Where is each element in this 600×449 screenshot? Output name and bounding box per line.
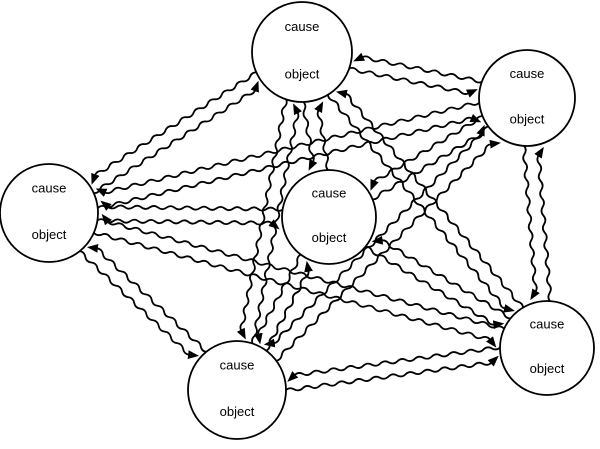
wavy-arrow-edge-top-to-left bbox=[91, 71, 258, 185]
node-bottom-right: cause object bbox=[499, 300, 595, 396]
wavy-arrow-edge-bottom-center-to-bottom-right bbox=[284, 355, 499, 392]
node-bottom-center-label-object: object bbox=[220, 404, 255, 419]
wavy-arrow-edge-left-to-bottom-right bbox=[92, 231, 497, 348]
wavy-arrow-edge-top-to-bottom-center bbox=[236, 97, 288, 340]
wavy-arrow-edge-left-to-top bbox=[92, 80, 259, 195]
node-center-circle bbox=[281, 169, 377, 265]
wavy-arrow-edge-left-to-center bbox=[96, 218, 280, 230]
node-center-label-object: object bbox=[312, 230, 347, 245]
wavy-arrow-edge-top-right-to-left bbox=[95, 101, 481, 197]
wavy-arrow-edge-bottom-right-to-top bbox=[335, 89, 524, 309]
wavy-arrow-edge-top-right-to-top bbox=[353, 52, 484, 84]
node-left-label-object: object bbox=[32, 227, 67, 242]
edges-layer bbox=[78, 52, 552, 392]
wavy-arrow-edge-bottom-center-to-top-right bbox=[274, 139, 501, 362]
wavy-arrow-edge-bottom-center-to-center bbox=[264, 260, 313, 352]
wavy-arrow-edge-bottom-right-to-center bbox=[371, 235, 513, 320]
wavy-arrow-edge-left-to-top-right bbox=[96, 113, 482, 210]
wavy-arrow-edge-top-right-to-center bbox=[370, 115, 484, 191]
node-top-right-circle bbox=[478, 49, 576, 147]
wavy-arrow-edge-bottom-right-to-left bbox=[101, 213, 506, 331]
wavy-arrow-edge-bottom-right-to-bottom-center bbox=[287, 346, 502, 382]
wavy-arrow-edge-center-to-left bbox=[100, 200, 284, 212]
wavy-arrow-edge-bottom-right-to-top-right bbox=[534, 146, 552, 303]
node-bottom-center: cause object bbox=[187, 340, 287, 440]
node-bottom-right-label-cause: cause bbox=[530, 317, 565, 332]
wavy-arrow-edge-left-to-bottom-center bbox=[78, 250, 200, 359]
wavy-arrow-edge-top-right-to-bottom-right bbox=[522, 144, 540, 301]
wavy-arrow-edge-center-to-top-right bbox=[371, 124, 485, 201]
nodes-layer: cause object cause object cause object cause ob… bbox=[0, 1, 595, 440]
wavy-arrow-edge-top-to-bottom-right bbox=[327, 93, 515, 313]
node-center-label-cause: cause bbox=[312, 186, 347, 201]
node-bottom-center-circle bbox=[187, 340, 287, 440]
node-top-right-label-object: object bbox=[510, 112, 545, 127]
node-bottom-right-circle bbox=[499, 300, 595, 396]
node-top-circle bbox=[251, 1, 353, 103]
node-top-label-cause: cause bbox=[285, 19, 320, 34]
node-left: cause object bbox=[0, 163, 99, 263]
wavy-arrow-edge-bottom-center-to-left bbox=[86, 244, 208, 353]
wavy-arrow-edge-center-to-top bbox=[314, 101, 330, 172]
wavy-arrow-edge-top-to-center bbox=[302, 100, 318, 171]
node-left-label-cause: cause bbox=[32, 181, 67, 196]
wavy-arrow-edge-top-right-to-bottom-center bbox=[263, 125, 490, 348]
node-top-label-object: object bbox=[285, 67, 320, 82]
node-left-circle bbox=[0, 163, 99, 263]
wavy-arrow-edge-top-to-top-right bbox=[347, 66, 478, 98]
wavy-arrow-edge-center-to-bottom-center bbox=[253, 253, 303, 345]
wavy-arrow-edge-center-to-bottom-right bbox=[363, 245, 505, 330]
node-bottom-center-label-cause: cause bbox=[220, 358, 255, 373]
node-top-right-label-cause: cause bbox=[510, 66, 545, 81]
node-center: cause object bbox=[281, 169, 377, 265]
node-top: cause object bbox=[251, 1, 353, 103]
node-bottom-right-label-object: object bbox=[530, 361, 565, 376]
node-top-right: cause object bbox=[478, 49, 576, 147]
